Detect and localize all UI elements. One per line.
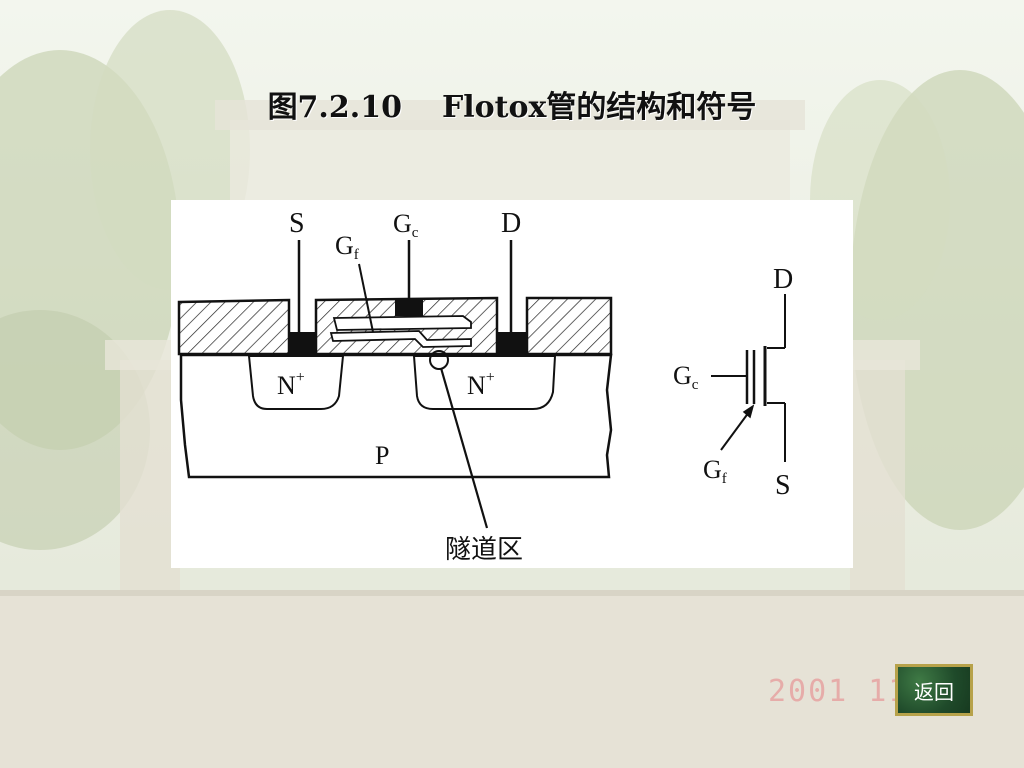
oxide-left (177, 298, 291, 356)
symbol-label-drain: D (773, 264, 793, 295)
label-tunnel-region: 隧道区 (445, 535, 523, 565)
symbol-label-source: S (775, 470, 791, 501)
back-button-label: 返回 (914, 679, 954, 704)
symbol-gf-arrow-line (720, 411, 750, 451)
label-source: S (289, 208, 305, 239)
figure-caption: Flotox管的结构和符号 (441, 90, 757, 125)
gf-pointer (358, 263, 374, 333)
gate-control-contact (395, 298, 423, 316)
source-contact (289, 332, 316, 354)
symbol-label-gate-control: Gc (673, 361, 699, 393)
n-plus-well-left (247, 355, 345, 410)
tunnel-region-marker (429, 350, 449, 370)
label-substrate: P (375, 441, 389, 470)
flotox-symbol: D S Gc Gf (673, 264, 793, 501)
symbol-gf-arrowhead (742, 404, 755, 419)
back-button[interactable]: 返回 (895, 664, 973, 716)
symbol-label-gate-float: Gf (703, 455, 727, 487)
date-stamp: 2001 11 (768, 674, 909, 709)
flotox-diagram: S Gc D Gf N+ N+ P 隧道区 D S Gc Gf (177, 208, 793, 565)
flotox-figure: S Gc D Gf N+ N+ P 隧道区 D S Gc Gf (171, 200, 853, 568)
label-n-plus-right: N+ (467, 369, 495, 400)
oxide-right (525, 296, 613, 356)
control-gate (332, 315, 472, 331)
slide-title: 图7.2.10 Flotox管的结构和符号 (0, 82, 1024, 126)
label-drain: D (501, 208, 521, 239)
label-gate-float: Gf (335, 231, 359, 263)
tunnel-pointer (439, 367, 489, 529)
floating-gate (329, 330, 472, 348)
label-n-plus-left: N+ (277, 369, 305, 400)
figure-number: 图7.2.10 (267, 90, 402, 125)
drain-contact (497, 332, 527, 354)
label-gate-control: Gc (393, 209, 419, 241)
